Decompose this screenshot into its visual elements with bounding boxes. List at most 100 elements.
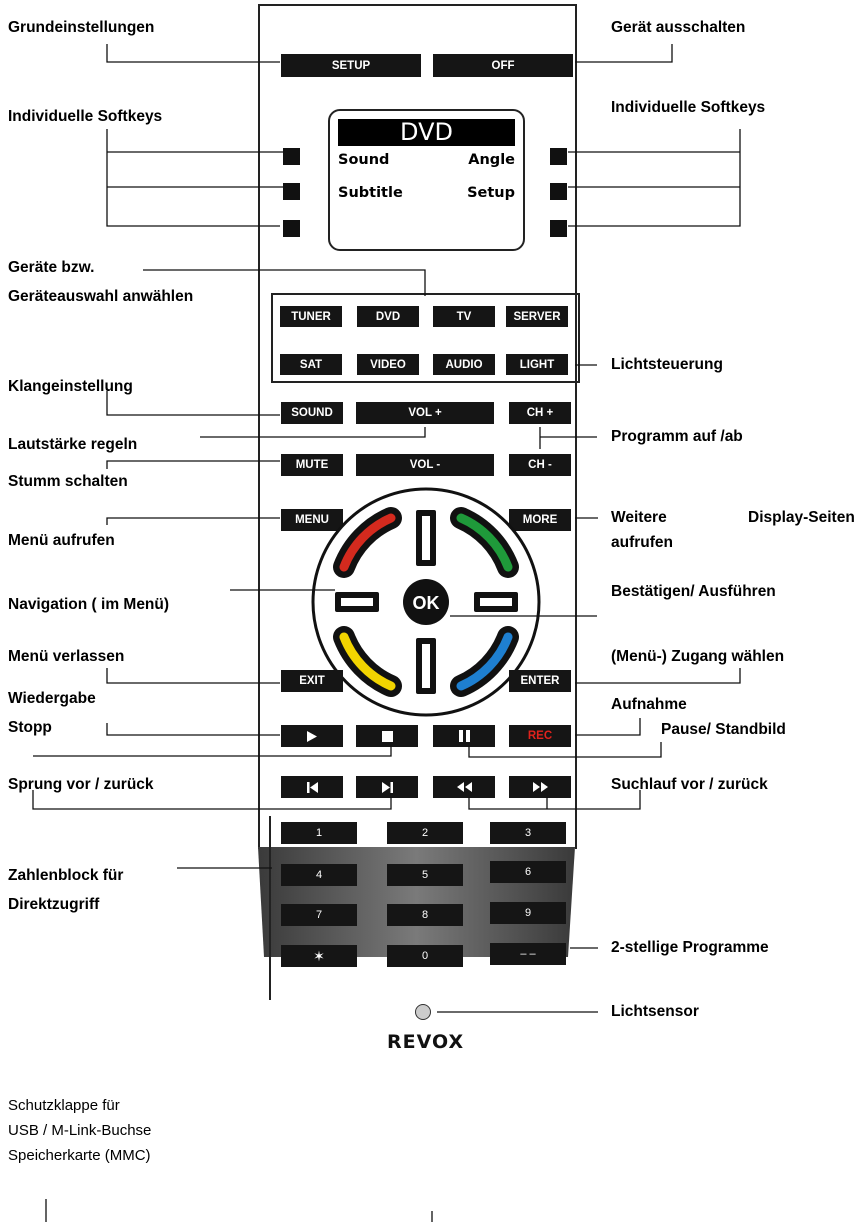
enter-button[interactable]: ENTER (509, 670, 571, 692)
rec-button[interactable]: REC (509, 725, 571, 747)
display-softkey-subtitle: Subtitle (338, 185, 403, 201)
label-zahlenblock-line2: Direktzugriff (8, 896, 100, 913)
ok-button[interactable] (403, 579, 449, 625)
ch-minus-button[interactable]: CH - (509, 454, 571, 476)
label-stopp: Stopp (8, 719, 52, 736)
label-zahlenblock-line1: Zahlenblock für (8, 867, 124, 884)
label-lichtsensor: Lichtsensor (611, 1003, 699, 1020)
ok-label: OK (413, 593, 440, 613)
label-aufrufen: aufrufen (611, 534, 673, 551)
label-klangeinstellung: Klangeinstellung (8, 378, 133, 395)
key-dash[interactable]: – – (490, 943, 566, 965)
vol-minus-button[interactable]: VOL - (356, 454, 494, 476)
rewind-button[interactable] (433, 776, 495, 798)
fast-forward-icon (532, 782, 548, 792)
label-schutz-line1: Schutzklappe für (8, 1097, 120, 1114)
sat-button[interactable]: SAT (280, 354, 342, 375)
display-title: DVD (338, 119, 515, 146)
fast-forward-button[interactable] (509, 776, 571, 798)
light-button[interactable]: LIGHT (506, 354, 568, 375)
pause-icon (458, 730, 470, 742)
label-programm: Programm auf /ab (611, 428, 743, 445)
label-bestaetigen: Bestätigen/ Ausführen (611, 583, 776, 600)
revox-logo: REVOX (387, 1031, 465, 1053)
label-schutz-line3: Speicherkarte (MMC) (8, 1147, 151, 1164)
label-sprung: Sprung vor / zurück (8, 776, 154, 793)
key-3[interactable]: 3 (490, 822, 566, 844)
label-weitere: Weitere (611, 509, 667, 526)
softkey-left-3[interactable] (283, 220, 300, 237)
label-menu-aufrufen: Menü aufrufen (8, 532, 115, 549)
key-9[interactable]: 9 (490, 902, 566, 924)
label-geraete-line1: Geräte bzw. (8, 259, 95, 276)
display-softkey-setup: Setup (467, 185, 515, 201)
more-button[interactable]: MORE (509, 509, 571, 531)
dvd-button[interactable]: DVD (357, 306, 419, 327)
softkey-right-1[interactable] (550, 148, 567, 165)
label-stumm: Stumm schalten (8, 473, 128, 490)
label-menu-verlassen: Menü verlassen (8, 648, 125, 665)
label-lautstaerke: Lautstärke regeln (8, 436, 138, 453)
label-geraete-line2: Geräteauswahl anwählen (8, 288, 194, 305)
rewind-icon (456, 782, 472, 792)
key-6[interactable]: 6 (490, 861, 566, 883)
label-display-seiten: Display-Seiten (748, 509, 855, 526)
label-grundeinstellungen: Grundeinstellungen (8, 19, 155, 36)
navigation-pad: OK (311, 487, 541, 717)
softkey-right-3[interactable] (550, 220, 567, 237)
label-geraet-ausschalten: Gerät ausschalten (611, 19, 746, 36)
vol-plus-button[interactable]: VOL + (356, 402, 494, 424)
menu-button[interactable]: MENU (281, 509, 343, 531)
label-zweistellig: 2-stellige Programme (611, 939, 769, 956)
key-7[interactable]: 7 (281, 904, 357, 926)
key-star[interactable]: ✶ (281, 945, 357, 967)
light-sensor (415, 1004, 431, 1020)
key-4[interactable]: 4 (281, 864, 357, 886)
video-button[interactable]: VIDEO (357, 354, 419, 375)
play-button[interactable] (281, 725, 343, 747)
label-lichtsteuerung: Lichtsteuerung (611, 356, 723, 373)
label-aufnahme: Aufnahme (611, 696, 687, 713)
setup-button[interactable]: SETUP (281, 54, 421, 77)
play-icon (307, 730, 317, 742)
key-2[interactable]: 2 (387, 822, 463, 844)
exit-button[interactable]: EXIT (281, 670, 343, 692)
key-8[interactable]: 8 (387, 904, 463, 926)
skip-back-icon (306, 781, 318, 793)
pause-button[interactable] (433, 725, 495, 747)
skip-back-button[interactable] (281, 776, 343, 798)
ch-plus-button[interactable]: CH + (509, 402, 571, 424)
label-wiedergabe: Wiedergabe (8, 690, 96, 707)
server-button[interactable]: SERVER (506, 306, 568, 327)
mute-button[interactable]: MUTE (281, 454, 343, 476)
label-navigation: Navigation ( im Menü) (8, 596, 170, 613)
skip-forward-icon (381, 781, 393, 793)
skip-forward-button[interactable] (356, 776, 418, 798)
display-softkey-angle: Angle (468, 152, 515, 168)
tuner-button[interactable]: TUNER (280, 306, 342, 327)
lcd-display: DVD Sound Angle Subtitle Setup (328, 109, 525, 251)
off-button[interactable]: OFF (433, 54, 573, 77)
numpad-bracket (269, 816, 271, 1000)
key-5[interactable]: 5 (387, 864, 463, 886)
label-suchlauf: Suchlauf vor / zurück (611, 776, 768, 793)
stop-button[interactable] (356, 725, 418, 747)
tv-button[interactable]: TV (433, 306, 495, 327)
label-softkeys-right: Individuelle Softkeys (611, 99, 766, 116)
softkey-left-1[interactable] (283, 148, 300, 165)
display-softkey-sound: Sound (338, 152, 390, 168)
label-schutz-line2: USB / M-Link-Buchse (8, 1122, 152, 1139)
sound-button[interactable]: SOUND (281, 402, 343, 424)
softkey-left-2[interactable] (283, 183, 300, 200)
key-0[interactable]: 0 (387, 945, 463, 967)
stop-icon (381, 730, 393, 742)
softkey-right-2[interactable] (550, 183, 567, 200)
label-pause: Pause/ Standbild (661, 721, 786, 738)
label-softkeys-left: Individuelle Softkeys (8, 108, 163, 125)
remote-control: SETUP OFF DVD Sound Angle Subtitle Setup… (258, 4, 580, 1222)
audio-button[interactable]: AUDIO (433, 354, 495, 375)
key-1[interactable]: 1 (281, 822, 357, 844)
label-zugang: (Menü-) Zugang wählen (611, 648, 785, 665)
